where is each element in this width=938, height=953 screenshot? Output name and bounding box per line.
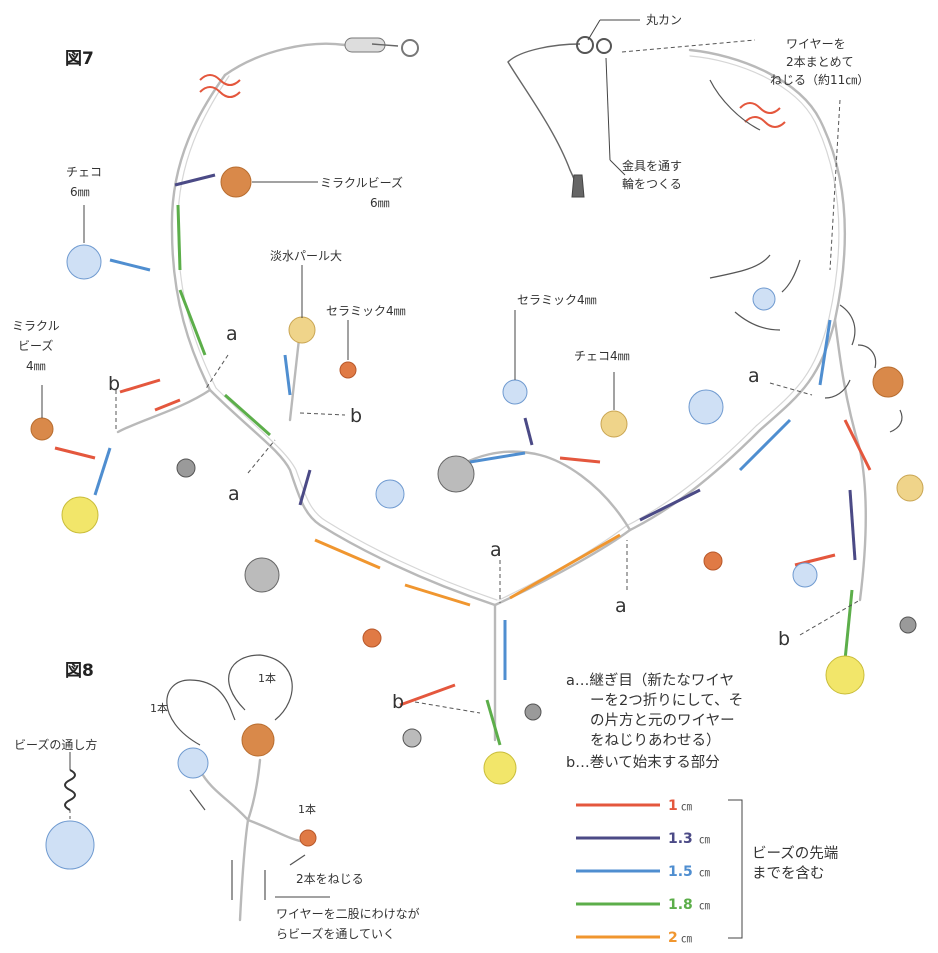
yellow-bead-left [61, 496, 99, 534]
note-b: b…巻いて始末する部分 [566, 754, 720, 771]
czech-bead-mid [375, 479, 405, 509]
marker-b-3: b [392, 691, 404, 713]
pearl-bead-center [600, 410, 628, 438]
legend-value-4: 2 [668, 930, 678, 946]
label-twist-two: 2本をねじる [296, 872, 364, 886]
czech-bead-small-right [752, 287, 776, 311]
note-a-line3: の片方と元のワイヤー [590, 712, 735, 729]
figure7-title: 図7 [65, 49, 94, 69]
note-a-line1: a…継ぎ目（新たなワイヤ [566, 672, 734, 689]
legend-value-0: 1 [668, 798, 678, 814]
grey-bead-mid [244, 557, 280, 593]
legend-bracket-label-1: ビーズの先端 [752, 845, 838, 862]
label-miracle4-2: ビーズ [18, 338, 53, 353]
pearl-bead-right [896, 474, 924, 502]
label-czech6-2: 6㎜ [70, 185, 90, 199]
clasp [344, 37, 419, 57]
length-strokes [54, 173, 872, 746]
label-wire-twist-3: ねじる（約11㎝） [770, 72, 869, 87]
label-maru-kan: 丸カン [646, 13, 682, 27]
label-miracle4-3: 4㎜ [26, 359, 46, 373]
label-kanagu-2: 輪をつくる [622, 176, 682, 191]
legend-bracket-label-2: までを含む [752, 865, 825, 882]
grey-bead-bottom2 [524, 703, 542, 721]
label-miracle6-2: 6㎜ [370, 196, 390, 210]
twist-arrows [709, 79, 903, 433]
split-wire-detail: 1本 1本 1本 2本をねじる ワイヤーを二股にわけなが らビーズを通していく [150, 654, 420, 941]
legend-value-2: 1.5 [668, 864, 693, 880]
label-split-1: ワイヤーを二股にわけなが [276, 906, 420, 921]
label-one-top: 1本 [258, 671, 276, 685]
label-ceramic-mid: セラミック4㎜ [517, 293, 597, 307]
grey-bead-right [899, 616, 917, 634]
legend-value-1: 1.3 [668, 831, 693, 847]
grey-bead-bottom [402, 728, 422, 748]
label-czech4: チェコ4㎜ [574, 349, 630, 363]
czech-bead-right [688, 389, 724, 425]
marker-a-3: a [490, 539, 502, 561]
marker-b-4: b [778, 628, 790, 650]
ceramic-bead-right [703, 551, 723, 571]
marker-a-2: a [228, 483, 240, 505]
label-wire-twist-1: ワイヤーを [786, 37, 846, 51]
miracle-bead-6mm [220, 166, 252, 198]
label-kanagu-1: 金具を通す [622, 158, 682, 173]
marker-b-1: b [108, 373, 120, 395]
beads [30, 166, 924, 785]
label-split-2: らビーズを通していく [276, 926, 395, 941]
label-pearl: 淡水パール大 [270, 249, 342, 263]
note-a-line2: ーを2つ折りにして、そ [590, 692, 743, 709]
legend-unit-4: ㎝ [681, 932, 692, 945]
czech-bead-fig8 [177, 747, 209, 779]
label-ceramic-left: セラミック4㎜ [326, 304, 406, 318]
necklace-wire [116, 42, 867, 742]
legend-unit-0: ㎝ [681, 800, 692, 813]
label-czech6-1: チェコ [66, 165, 102, 179]
legend-bracket [728, 799, 743, 939]
bead-threading-detail: ビーズの通し方 [14, 737, 97, 870]
marker-b-2: b [350, 405, 362, 427]
label-miracle4-1: ミラクル [12, 319, 60, 333]
grey-bead-left [176, 458, 196, 478]
label-one-left: 1本 [150, 701, 168, 715]
czech-bead-center [502, 379, 528, 405]
czech-bead-far-right [792, 562, 818, 588]
ceramic-bead-fig8 [299, 829, 317, 847]
marker-a-4: a [615, 595, 627, 617]
ceramic-bead-low [362, 628, 382, 648]
legend-unit-1: ㎝ [699, 833, 710, 846]
grey-bead-center [437, 455, 475, 493]
break-marks [199, 74, 786, 128]
marker-a-1: a [226, 323, 238, 345]
miracle-bead-right [872, 366, 904, 398]
pearl-bead [288, 316, 316, 344]
leader-lines [41, 19, 861, 714]
label-bead-thread: ビーズの通し方 [14, 737, 97, 752]
extender-chain [507, 36, 612, 198]
label-wire-twist-2: 2本まとめて [786, 55, 854, 69]
yellow-bead-right [825, 655, 865, 695]
note-a-line4: をねじりあわせる） [590, 732, 721, 749]
legend-unit-2: ㎝ [699, 866, 710, 879]
figure8-title: 図8 [65, 661, 94, 681]
ceramic-bead-left [339, 361, 357, 379]
legend-unit-3: ㎝ [699, 899, 710, 912]
yellow-bead-bottom [483, 751, 517, 785]
marker-a-5: a [748, 365, 760, 387]
label-miracle6-1: ミラクルビーズ [320, 175, 403, 190]
czech-bead-6mm [66, 244, 102, 280]
legend-value-3: 1.8 [668, 897, 693, 913]
miracle-bead-fig8 [241, 723, 275, 757]
miracle-bead-4mm [30, 417, 54, 441]
label-one-right: 1本 [298, 802, 316, 816]
